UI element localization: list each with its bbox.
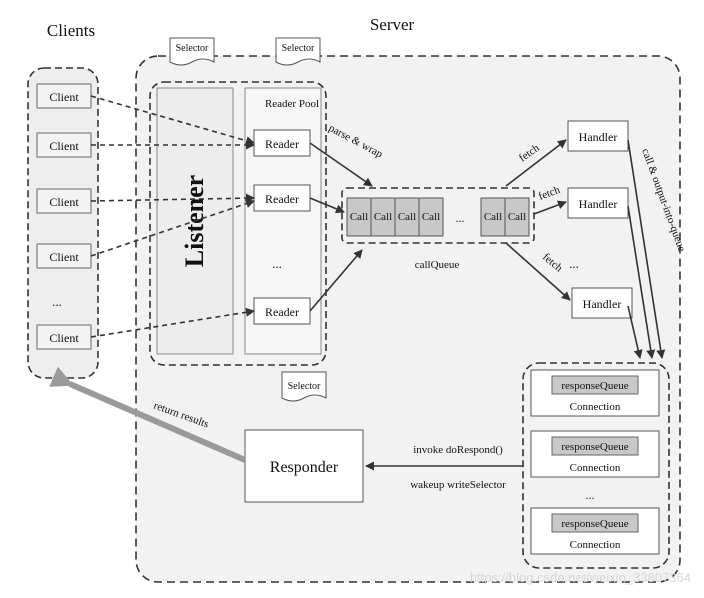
reader-to-queue-arrow [309,249,363,312]
call-queue-cells: Call Call Call Call ... Call Call [346,197,530,237]
watermark: https://blog.csdn.net/weixin_33807364 [470,570,691,585]
response-queue [551,436,639,456]
call-cell [346,197,372,237]
call-label: Call [422,211,440,223]
responder-box[interactable]: Responder [244,429,364,503]
handler-box[interactable]: Handler [567,187,629,219]
client-label: Client [49,90,79,104]
call-label: Call [508,211,526,223]
response-queue-label: responseQueue [561,518,628,530]
response-queue [551,375,639,395]
response-queue-label: responseQueue [561,441,628,453]
client-label: Client [49,195,79,209]
reader-label: Reader [265,192,299,206]
client-label: Client [49,331,79,345]
handler-output-arrow [627,205,656,359]
reader-box[interactable]: Reader [253,297,311,325]
call-label: Call [374,211,392,223]
reader-box[interactable]: Reader [253,129,311,157]
responder-label: Responder [270,459,339,476]
call-queue [341,187,535,244]
handler-label: Handler [583,297,622,311]
connection-ellipsis: ... [586,488,595,502]
selector-icon-responder: Selector [281,371,327,402]
selector-icon-listener: Selector [169,37,215,66]
fetch-arrow [505,242,571,301]
reader-ellipsis: ... [272,256,282,271]
client-to-reader-arrow [90,193,255,203]
connection-box[interactable]: responseQueue Connection [530,430,660,478]
connection-box[interactable]: responseQueue Connection [530,507,660,555]
connection-label: Connection [570,539,621,551]
fetch-arrow [505,139,567,187]
call-label: Call [398,211,416,223]
client-box[interactable]: Client [36,188,92,214]
client-box[interactable]: Client [36,243,92,269]
server-title: Server [370,15,415,34]
reader-box[interactable]: Reader [253,184,311,212]
selector-icon-reader: Selector [275,37,321,66]
client-box[interactable]: Client [36,324,92,350]
listener-reader-region [149,81,327,366]
handler-box[interactable]: Handler [571,287,633,319]
client-to-reader-arrow [90,199,255,257]
call-ellipsis: ... [456,211,465,225]
handler-output-arrow [627,139,666,359]
reader-to-queue-arrow [309,197,345,214]
call-cell [504,197,530,237]
response-queue [551,513,639,533]
client-box[interactable]: Client [36,83,92,109]
fetch-arrow [533,200,567,215]
client-box[interactable]: Client [36,132,92,158]
reader-to-queue-arrow [309,142,373,187]
selector-label: Selector [282,43,315,54]
connection-box[interactable]: responseQueue Connection [530,369,660,417]
handler-label: Handler [579,130,618,144]
client-to-reader-arrow [90,95,255,146]
reader-label: Reader [265,305,299,319]
clients-title: Clients [47,21,95,40]
response-queue-label: responseQueue [561,380,628,392]
call-queue-label: callQueue [415,259,460,271]
call-label: Call [484,211,502,223]
client-list: Client Client Client Client ... Client [36,83,92,350]
wakeup-label: wakeup writeSelector [410,479,506,491]
return-results-arrow [49,366,247,463]
invoke-label: invoke doRespond() [413,444,503,456]
selector-label: Selector [176,43,209,54]
client-to-reader-arrow [90,307,255,338]
reader-label: Reader [265,137,299,151]
call-cell [480,197,506,237]
client-ellipsis: ... [52,294,62,309]
handler-label: Handler [579,197,618,211]
reader-pool-title: Reader Pool [265,98,319,110]
call-cell [418,197,444,237]
connection-label: Connection [570,462,621,474]
call-cell [394,197,420,237]
handler-output-arrow [627,305,643,359]
handler-ellipsis: ... [569,256,579,271]
client-label: Client [49,250,79,264]
handler-box[interactable]: Handler [567,120,629,152]
connection-label: Connection [570,401,621,413]
client-label: Client [49,139,79,153]
selector-label: Selector [288,381,321,392]
call-label: Call [350,211,368,223]
